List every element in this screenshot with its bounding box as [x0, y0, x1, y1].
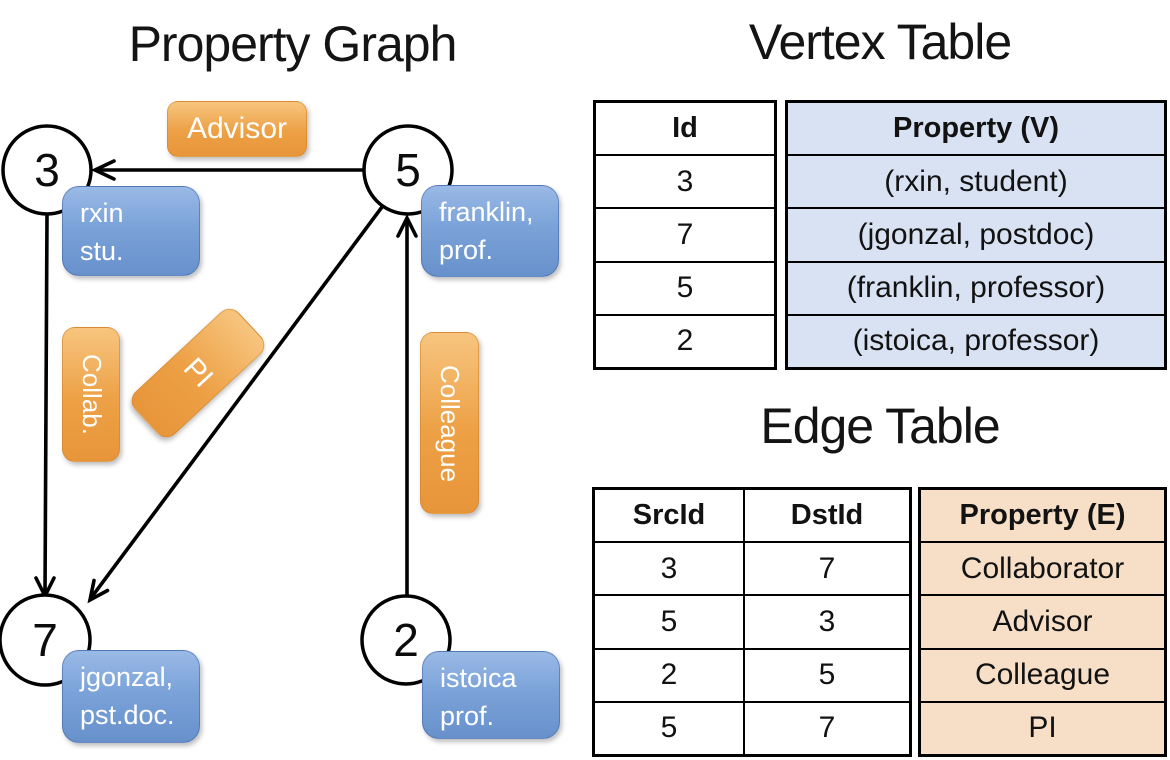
table-row: 3 — [596, 154, 774, 207]
vertex-property-cell: (franklin, professor) — [788, 262, 1164, 314]
edge-5-7-arrowhead-icon — [87, 578, 110, 604]
vertex-id-cell: 7 — [676, 218, 694, 251]
table-row: 3 7 — [595, 541, 909, 595]
table-row: 2 5 — [595, 647, 909, 701]
edge-5-3-arrowhead-icon — [90, 159, 116, 181]
edge-label-advisor: Advisor — [167, 101, 307, 157]
vertex-7-property-line2: pst.doc. — [80, 700, 175, 731]
edge-5-7-line — [89, 205, 384, 600]
edge-srcid-cell: 3 — [660, 551, 678, 585]
edge-property-cell: Advisor — [921, 596, 1164, 648]
table-row: Collaborator — [921, 541, 1164, 595]
vertex-id-cell: 5 — [676, 271, 694, 305]
node-7-id: 7 — [32, 614, 58, 666]
table-row: 5 — [596, 260, 774, 314]
vertex-table-property-header: Property (V) — [788, 103, 1164, 155]
vertex-3-property-line1: rxin — [80, 198, 124, 228]
edge-table-property-header: Property (E) — [921, 490, 1164, 542]
node-2-id: 2 — [393, 614, 419, 666]
edge-dstid-cell: 3 — [743, 596, 909, 648]
edge-3-7-line — [43, 214, 49, 595]
vertex-5-property-box: franklin, prof. — [421, 185, 559, 277]
table-row: 7 — [596, 207, 774, 260]
vertex-2-property-line1: istoica — [440, 663, 517, 693]
edge-srcid-cell: 2 — [660, 658, 678, 692]
edge-2-5-arrowhead-icon — [396, 213, 418, 238]
edge-dstid-cell: 5 — [743, 649, 909, 701]
edge-label-advisor-text: Advisor — [186, 112, 288, 145]
table-row: 2 — [596, 313, 774, 367]
vertex-7-property-line1: jgonzal, — [80, 662, 174, 692]
edge-table-dstid-header: DstId — [743, 490, 909, 542]
edge-label-colleague-text: Colleague — [435, 364, 465, 482]
vertex-property-cell: (istoica, professor) — [788, 315, 1164, 368]
edge-label-colleague: Colleague — [420, 332, 479, 514]
vertex-property-cell: (rxin, student) — [788, 156, 1164, 208]
node-5-id: 5 — [395, 144, 421, 196]
edge-property-cell: Collaborator — [921, 543, 1164, 595]
vertex-id-cell: 3 — [676, 164, 694, 198]
vertex-table-id-column: Id 3 7 5 2 — [593, 100, 777, 370]
edge-property-cell: Colleague — [921, 649, 1164, 701]
property-graph-title: Property Graph — [128, 16, 458, 72]
table-row: Advisor — [921, 594, 1164, 648]
vertex-table-property-column: Property (V) (rxin, student) (jgonzal, p… — [785, 100, 1167, 370]
vertex-table-title: Vertex Table — [748, 14, 1012, 70]
vertex-id-cell: 2 — [676, 324, 694, 358]
edge-table-title: Edge Table — [760, 398, 1000, 454]
vertex-7-property-box: jgonzal, pst.doc. — [62, 650, 200, 743]
vertex-2-property-box: istoica prof. — [422, 651, 560, 739]
edge-label-collab-text: Collab. — [76, 354, 107, 435]
edge-table-id-columns: SrcId DstId 3 7 5 3 2 5 5 7 — [592, 487, 912, 757]
table-row: (rxin, student) — [788, 154, 1164, 208]
vertex-3-property-box: rxin stu. — [62, 186, 200, 276]
vertex-5-property-line2: prof. — [439, 235, 494, 266]
table-row: (jgonzal, postdoc) — [788, 207, 1164, 261]
vertex-property-cell: (jgonzal, postdoc) — [788, 209, 1164, 261]
edge-property-cell: PI — [921, 702, 1164, 755]
table-row: 5 3 — [595, 594, 909, 648]
edge-table-srcid-header: SrcId — [632, 499, 706, 532]
edge-table-property-column: Property (E) Collaborator Advisor Collea… — [918, 487, 1167, 757]
edge-dstid-cell: 7 — [743, 702, 909, 755]
edge-label-collab: Collab. — [62, 327, 120, 462]
edge-label-pi-text: PI — [177, 351, 220, 394]
node-3-id: 3 — [34, 144, 60, 196]
table-row: 5 7 — [595, 700, 909, 755]
edge-srcid-cell: 5 — [660, 605, 678, 638]
table-row: (istoica, professor) — [788, 313, 1164, 368]
table-row: Colleague — [921, 647, 1164, 701]
edge-dstid-cell: 7 — [743, 543, 909, 595]
table-row: PI — [921, 700, 1164, 755]
vertex-5-property-line1: franklin, — [439, 197, 534, 227]
vertex-3-property-line2: stu. — [80, 236, 124, 267]
vertex-2-property-line2: prof. — [440, 701, 495, 732]
table-row: (franklin, professor) — [788, 260, 1164, 314]
vertex-table-id-header: Id — [672, 112, 698, 145]
edge-srcid-cell: 5 — [660, 711, 678, 745]
